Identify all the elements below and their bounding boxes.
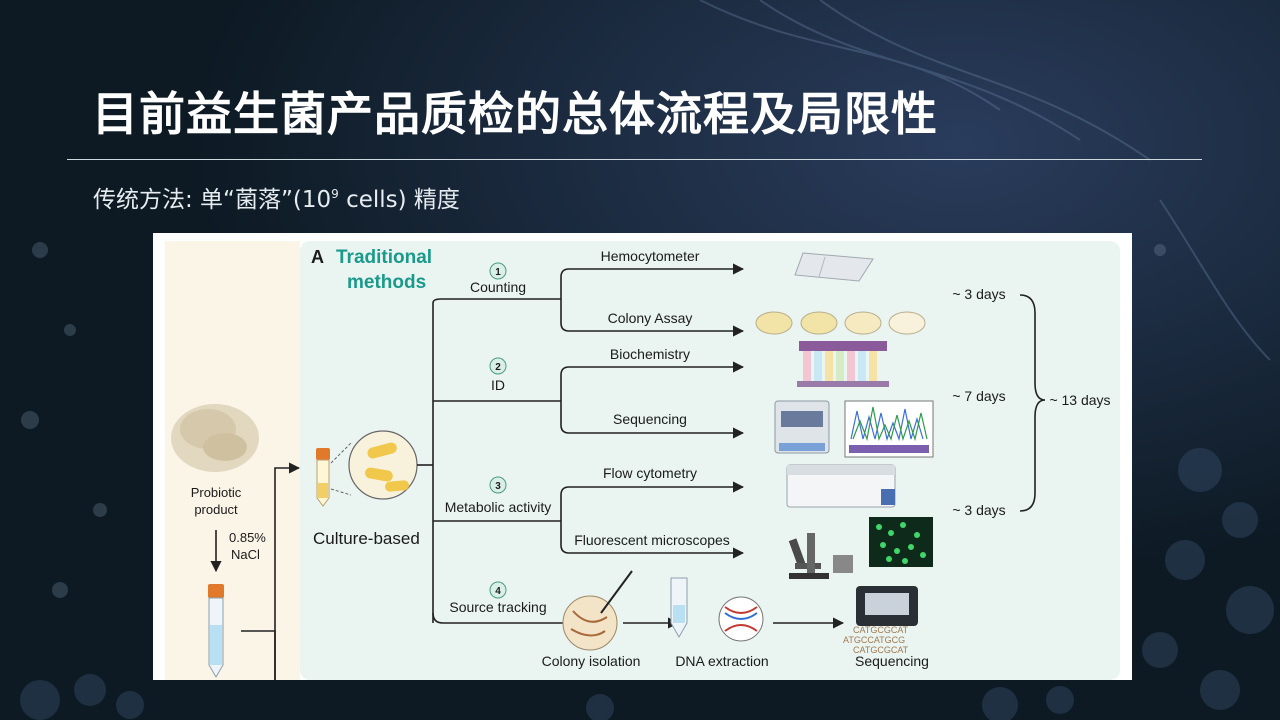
flow-cytometer-icon [786,464,896,508]
culture-based-label: Culture-based [313,529,420,548]
sequence-text-1: CATGCGCAT [853,625,909,635]
step-4-number: 4 [495,586,501,597]
sequence-text-2: ATGCCATGCG [843,635,905,645]
dna-extraction-icon [670,577,764,642]
subtitle-prefix: 传统方法: 单“菌落”(10 [93,187,332,213]
fluorescence-image-icon [869,517,933,567]
sequencing-machine-icon [856,586,918,626]
traditional-methods-figure: A Traditional methods Probiotic product … [153,233,1132,680]
metabolic-duration: ~ 3 days [952,502,1005,518]
colony-isolation-label: Colony isolation [542,653,641,669]
colony-assay-plates-icon [755,311,926,335]
source-sequencing-label: Sequencing [855,653,929,669]
chromatogram-icon [844,400,934,458]
zoom-line-bottom [330,488,352,496]
step-3-number: 3 [495,481,501,492]
probiotic-powder-icon [171,404,259,472]
step-branches [432,298,565,624]
sequence-text-3: CATGCGCAT [853,645,909,655]
biochemistry-arrow [560,361,745,401]
sequencer-icon [774,400,830,454]
dna-extraction-label: DNA extraction [675,653,768,669]
probiotic-label-line2: product [194,502,238,517]
slide-subtitle: 传统方法: 单“菌落”(109 cells) 精度 [93,180,460,214]
panel-title-line2: methods [347,272,426,293]
biochemistry-tubes-icon [797,341,889,387]
hemocytometer-label: Hemocytometer [601,248,700,264]
duration-brace [1019,294,1046,512]
id-duration: ~ 7 days [952,388,1005,404]
biochemistry-label: Biochemistry [610,346,690,362]
nacl-line2: NaCl [231,547,260,562]
total-duration: ~ 13 days [1049,392,1110,408]
colony-isolation-plate-icon [562,570,633,651]
sequencing-label: Sequencing [613,411,687,427]
slide-title: 目前益生菌产品质检的总体流程及局限性 [92,87,938,141]
title-divider [67,159,1202,160]
colony-assay-arrow [560,299,745,337]
step-2-number: 2 [495,362,501,373]
step-3-badge [489,476,507,494]
flow-cytometry-arrow [560,481,745,521]
step-1-number: 1 [495,267,501,278]
step-1-label: Counting [470,279,526,295]
step-4-label: Source tracking [449,599,546,615]
colony-assay-label: Colony Assay [608,310,693,326]
panel-title-line1: Traditional [336,247,432,268]
probiotic-label-line1: Probiotic [191,485,242,500]
panel-letter: A [311,247,324,267]
subtitle-exponent: 9 [331,187,339,201]
step-4-badge [489,581,507,599]
hemocytometer-icon [794,252,874,282]
culture-entry-arrow [274,462,301,680]
step-3-label: Metabolic activity [445,499,552,515]
fluorescent-microscopes-arrow [560,521,745,559]
sequencing-arrow [560,401,745,439]
step-2-label: ID [491,377,505,393]
methods-panel [300,241,1120,680]
subtitle-suffix: cells) 精度 [338,187,460,213]
flow-cytometry-label: Flow cytometry [603,465,697,481]
microscope-icon [788,533,853,579]
falcon-tube-icon [208,584,224,678]
counting-duration: ~ 3 days [952,286,1005,302]
culture-tube-icon [316,448,330,507]
hemocytometer-arrow [560,263,745,299]
step-2-badge [489,357,507,375]
bacteria-zoom-icon [348,430,418,500]
step-1-badge [489,262,507,280]
nacl-line1: 0.85% [229,530,266,545]
fluorescent-microscopes-label: Fluorescent microscopes [574,532,730,548]
